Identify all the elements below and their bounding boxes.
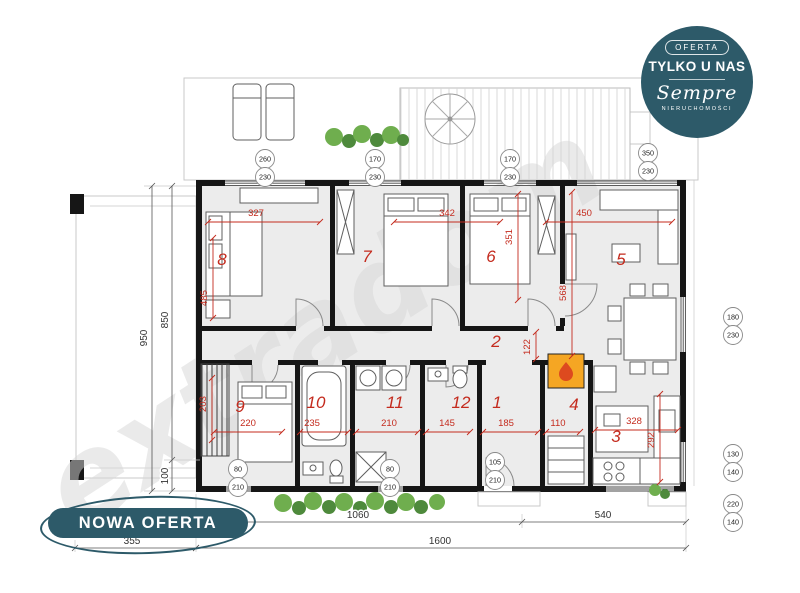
spiral-stair-icon	[424, 93, 476, 145]
svg-text:210: 210	[232, 483, 244, 492]
room-numbers: 8 7 6 5 2 9 10 11 12 1 4 3	[217, 247, 626, 446]
dim-100: 100	[160, 467, 171, 484]
dim-355: 355	[124, 536, 141, 547]
svg-text:130: 130	[727, 450, 739, 459]
furniture-room-8	[205, 187, 319, 319]
furniture-bath-11	[355, 365, 407, 483]
room-number-2: 2	[490, 332, 501, 351]
dim-1600: 1600	[429, 536, 452, 547]
window-marker-170-230-a: 170 230	[365, 149, 385, 187]
room-number-1: 1	[492, 393, 501, 412]
dim-210: 210	[381, 418, 397, 429]
room-number-12: 12	[452, 393, 471, 412]
window-marker-220-140: 220 140	[723, 494, 743, 532]
carport-post	[70, 194, 84, 214]
room-number-10: 10	[307, 393, 326, 412]
dim-351: 351	[504, 229, 515, 245]
plants-bottom	[274, 492, 445, 515]
svg-text:220: 220	[727, 500, 739, 509]
window-marker-170-230-b: 170 230	[500, 149, 520, 187]
svg-text:210: 210	[384, 483, 396, 492]
exterior-walls	[196, 180, 686, 492]
promo-badge-oferta-label: OFERTA	[665, 40, 729, 55]
svg-text:230: 230	[727, 331, 739, 340]
red-dimensions: 327 342 450 485 351 568 122 203 220 235 …	[198, 188, 682, 486]
brand-logo-text: Sempre	[656, 82, 738, 104]
svg-text:170: 170	[369, 155, 381, 164]
furniture-wc-12	[427, 365, 468, 389]
svg-text:350: 350	[642, 149, 654, 158]
room-number-9: 9	[235, 397, 245, 416]
svg-text:230: 230	[504, 173, 516, 182]
room-number-7: 7	[362, 247, 372, 266]
window-marker-80-210-b: 80 210	[380, 459, 400, 497]
fireplace-icon	[547, 353, 585, 389]
window-marker-260-230: 260 230	[255, 149, 275, 187]
furniture-kitchen	[592, 365, 681, 485]
room-number-4: 4	[569, 395, 578, 414]
dim-185: 185	[498, 418, 514, 429]
svg-text:105: 105	[489, 458, 501, 467]
window-marker-130-140: 130 140	[723, 444, 743, 482]
promo-badge-divider	[669, 79, 725, 80]
furniture-bath-10	[301, 365, 347, 484]
nowa-oferta-label: NOWA OFERTA	[78, 513, 218, 532]
furniture-room-6	[469, 193, 556, 285]
svg-text:210: 210	[489, 476, 501, 485]
svg-text:260: 260	[259, 155, 271, 164]
room-number-8: 8	[217, 250, 227, 269]
svg-text:170: 170	[504, 155, 516, 164]
dim-568: 568	[558, 285, 569, 301]
dim-850: 850	[160, 311, 171, 328]
window-marker-350-230: 350 230	[638, 143, 658, 181]
carport-post	[70, 460, 84, 480]
window-marker-105-210: 105 210	[485, 452, 505, 490]
interior-walls	[202, 186, 593, 486]
plants-top	[325, 125, 409, 148]
dim-235: 235	[304, 418, 320, 429]
dim-145: 145	[439, 418, 455, 429]
window-marker-80-210-a: 80 210	[228, 459, 248, 497]
svg-text:80: 80	[386, 465, 394, 474]
nowa-oferta-badge: NOWA OFERTA	[38, 492, 260, 558]
dim-485: 485	[199, 290, 210, 306]
furniture-room-9	[200, 363, 293, 463]
plants-right	[649, 484, 670, 499]
promo-badge: OFERTA TYLKO U NAS Sempre NIERUCHOMOŚCI	[641, 26, 753, 138]
svg-text:80: 80	[234, 465, 242, 474]
window-marker-180-230: 180 230	[723, 307, 743, 345]
nowa-oferta-ribbon: NOWA OFERTA	[48, 508, 248, 538]
brand-subtitle: NIERUCHOMOŚCI	[661, 106, 733, 112]
dim-540: 540	[595, 510, 612, 521]
furniture-room-4	[547, 435, 585, 485]
dim-220: 220	[240, 418, 256, 429]
furniture-living-room	[565, 189, 679, 375]
dim-328: 328	[626, 416, 642, 427]
svg-text:140: 140	[727, 468, 739, 477]
svg-text:180: 180	[727, 313, 739, 322]
dim-950: 950	[139, 329, 150, 346]
wardrobe-hatch	[200, 363, 230, 457]
room-number-11: 11	[386, 393, 404, 412]
dim-203: 203	[198, 396, 209, 412]
room-number-6: 6	[486, 247, 496, 266]
dim-292: 292	[646, 432, 657, 448]
svg-text:230: 230	[259, 173, 271, 182]
furniture-room-7	[336, 189, 449, 287]
dim-450: 450	[576, 208, 592, 219]
svg-text:230: 230	[642, 167, 654, 176]
dim-1060: 1060	[347, 510, 370, 521]
svg-text:230: 230	[369, 173, 381, 182]
svg-text:140: 140	[727, 518, 739, 527]
dim-122: 122	[522, 339, 533, 355]
promo-badge-title: TYLKO U NAS	[648, 59, 746, 74]
room-number-3: 3	[611, 427, 621, 446]
deck-loungers	[232, 83, 295, 141]
room-number-5: 5	[616, 250, 626, 269]
dim-342: 342	[439, 208, 455, 219]
window-markers: 260 230 170 230 170 230 350 230 180 230 …	[228, 143, 743, 532]
dim-110: 110	[550, 418, 565, 429]
dim-327: 327	[248, 208, 264, 219]
